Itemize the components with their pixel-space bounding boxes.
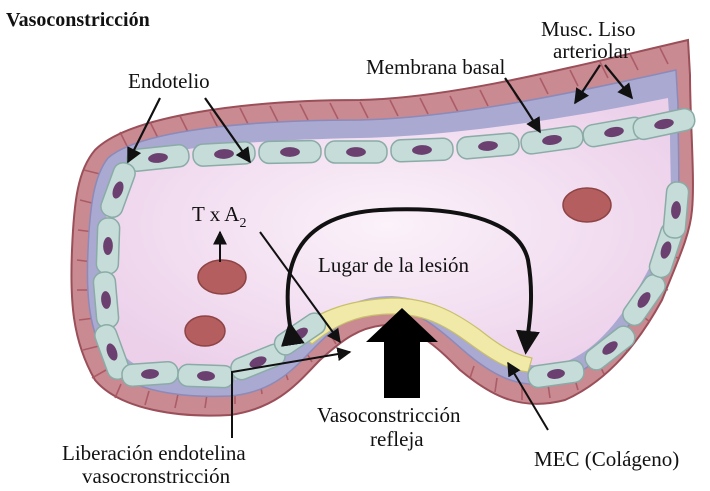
endothelial-cell	[391, 138, 454, 162]
label-endotelio: Endotelio	[128, 69, 210, 93]
endothelial-cell	[192, 141, 255, 166]
endothelial-cell	[259, 140, 321, 163]
red-blood-cell	[185, 316, 225, 346]
endothelial-cell	[93, 271, 120, 329]
endothelial-cell	[178, 364, 235, 388]
label-mec: MEC (Colágeno)	[534, 447, 679, 471]
endothelial-cell	[456, 132, 520, 159]
label-musc-liso-2: arteriolar	[553, 39, 630, 63]
endothelial-cell	[121, 361, 178, 387]
endothelial-cell	[325, 141, 387, 163]
label-liberacion-1: Liberación endotelina	[62, 441, 246, 465]
label-musc-liso-1: Musc. Liso	[541, 17, 636, 41]
diagram-title: Vasoconstricción	[6, 9, 150, 31]
label-membrana-basal: Membrana basal	[366, 55, 506, 79]
label-lugar-lesion: Lugar de la lesión	[318, 253, 470, 277]
red-blood-cell	[198, 260, 246, 294]
red-blood-cell	[563, 188, 611, 222]
label-liberacion-2: vasocronstricción	[82, 464, 231, 488]
label-vasoconstriccion-2: refleja	[370, 427, 424, 451]
endothelial-cell	[663, 181, 690, 239]
label-vasoconstriccion-1: Vasoconstricción	[317, 403, 461, 427]
endothelial-cell	[96, 218, 120, 275]
